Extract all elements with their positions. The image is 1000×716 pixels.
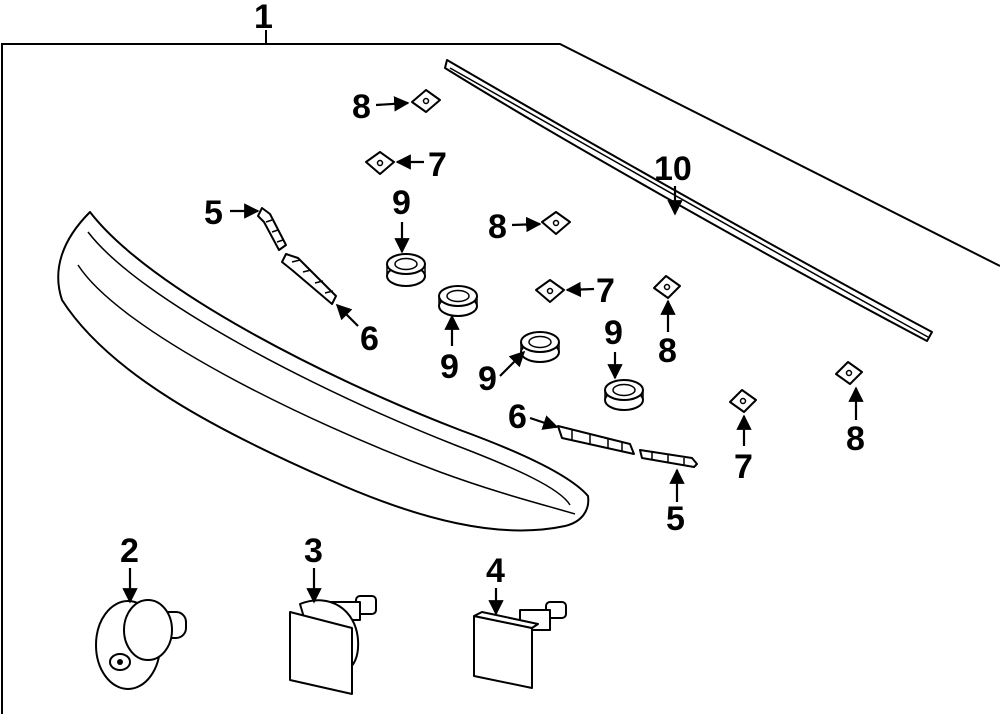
clip-8-b [541, 211, 571, 235]
callout-1: 1 [254, 0, 273, 36]
callout-4: 4 [486, 552, 505, 590]
callout-7a: 7 [428, 146, 447, 184]
callout-6b: 6 [508, 398, 527, 436]
grommet-9-c [520, 331, 560, 363]
callout-6b-arrow [529, 415, 559, 430]
clip-7-a [365, 151, 395, 175]
callout-7c: 7 [734, 448, 753, 486]
fastener-3 [289, 595, 377, 695]
callout-8b-arrow [511, 216, 542, 233]
clip-strip-5-right [639, 449, 698, 468]
clip-strip-6-right [557, 425, 635, 455]
callout-3: 3 [304, 532, 323, 570]
clip-7-c [729, 389, 757, 413]
callout-5b: 5 [666, 500, 685, 538]
clip-strip-6-left [281, 253, 337, 305]
clip-8-d [835, 361, 863, 385]
grommet-9-d [604, 379, 644, 411]
callout-9c: 9 [478, 360, 497, 398]
seal-strip-10-edge [449, 67, 929, 338]
grommet-9-a [386, 253, 426, 287]
callout-9b: 9 [440, 348, 459, 386]
clip-strip-5-left [257, 207, 287, 251]
grommet-9-b [438, 285, 478, 317]
clip-8-c [653, 275, 681, 299]
callout-2: 2 [120, 532, 139, 570]
callout-8a-arrow [375, 96, 410, 112]
assembly-frame [1, 43, 1000, 714]
callout-8c: 8 [658, 332, 677, 370]
callout-6a: 6 [360, 320, 379, 358]
callout-9d: 9 [604, 314, 623, 352]
bumper-2 [95, 599, 187, 690]
callout-8a: 8 [352, 88, 371, 126]
callout-6a-arrow [335, 303, 359, 327]
callout-7b-arrow [565, 281, 595, 298]
callout-7b: 7 [596, 272, 615, 310]
callout-10: 10 [654, 150, 692, 188]
callout-8d: 8 [846, 420, 865, 458]
clip-7-b [535, 279, 565, 303]
callout-9c-arrow [499, 350, 526, 377]
stud-4 [473, 601, 567, 689]
clip-8-a [411, 89, 441, 113]
spoiler-body [57, 211, 590, 532]
callout-9a: 9 [392, 184, 411, 222]
callout-8b: 8 [488, 208, 507, 246]
callout-5a: 5 [204, 194, 223, 232]
